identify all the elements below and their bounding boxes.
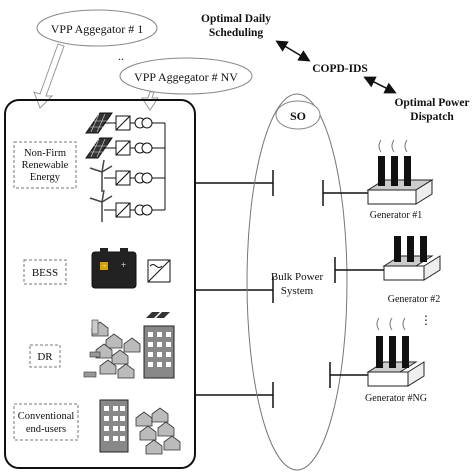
conventional-label-1: Conventional — [18, 411, 75, 422]
optimal-daily-label-2: Scheduling — [209, 27, 264, 39]
svg-text:-: - — [103, 260, 106, 270]
building-icon — [99, 399, 129, 453]
ellipsis-dots: .. — [118, 49, 124, 63]
dr-label: DR — [37, 351, 53, 363]
optimal-daily-label-1: Optimal Daily — [201, 13, 271, 25]
optimal-power-label-2: Dispatch — [410, 111, 454, 123]
vpp-aggregator-nv-ellipse — [119, 57, 253, 95]
bulk-power-label-2: System — [281, 285, 314, 297]
vpp-box — [4, 99, 196, 469]
car-icon — [83, 351, 101, 378]
solar-panel-icon — [85, 137, 113, 159]
so-generator-connections — [322, 180, 385, 388]
copd-ids-label: COPD-IDS — [312, 63, 368, 75]
wind-turbine-icon — [89, 189, 113, 222]
house-icon — [135, 407, 181, 455]
so-label: SO — [290, 109, 306, 123]
bess-label: BESS — [32, 267, 58, 279]
non-firm-label-1: Non-Firm — [24, 148, 66, 159]
solar-panel-icon — [85, 112, 113, 134]
so-label-ellipse — [275, 100, 321, 130]
daily-copd-arrow — [275, 40, 311, 62]
house-icon — [91, 321, 141, 379]
vpp-aggregator-nv-label: VPP Aggegator # NV — [134, 70, 238, 84]
aggregator-1-arrow — [33, 43, 65, 109]
generator-2-label: Generator #2 — [388, 294, 440, 305]
conventional-label-2: end-users — [26, 424, 66, 435]
renewable-conversion-rows — [104, 115, 166, 218]
so-ellipse — [246, 93, 348, 471]
battery-icon: - + — [91, 248, 137, 289]
copd-dispatch-arrow — [363, 76, 397, 94]
conventional-box — [13, 403, 79, 441]
smokestack-icon — [366, 317, 425, 387]
bulk-power-label-1: Bulk Power — [271, 271, 324, 283]
smokestack-icon — [366, 139, 434, 205]
dr-box — [29, 344, 61, 368]
vpp-aggregator-1-ellipse — [36, 9, 158, 47]
generator-ng-label: Generator #NG — [365, 393, 427, 404]
building-icon — [143, 312, 175, 379]
wind-turbine-icon — [89, 159, 113, 192]
device-icon — [91, 319, 99, 335]
non-firm-renewable-box — [13, 141, 77, 189]
non-firm-label-2: Renewable — [22, 160, 69, 171]
generator-1-label: Generator #1 — [370, 210, 422, 221]
generator-ellipsis: ⋮ — [420, 313, 432, 327]
inverter-icon — [147, 259, 171, 283]
bess-box — [23, 259, 67, 285]
vpp-so-connections — [195, 170, 274, 408]
optimal-power-label-1: Optimal Power — [394, 97, 469, 109]
smokestack-icon — [382, 236, 441, 281]
non-firm-label-3: Energy — [30, 172, 61, 183]
svg-text:+: + — [121, 260, 126, 270]
vpp-aggregator-1-label: VPP Aggegator # 1 — [51, 22, 144, 36]
